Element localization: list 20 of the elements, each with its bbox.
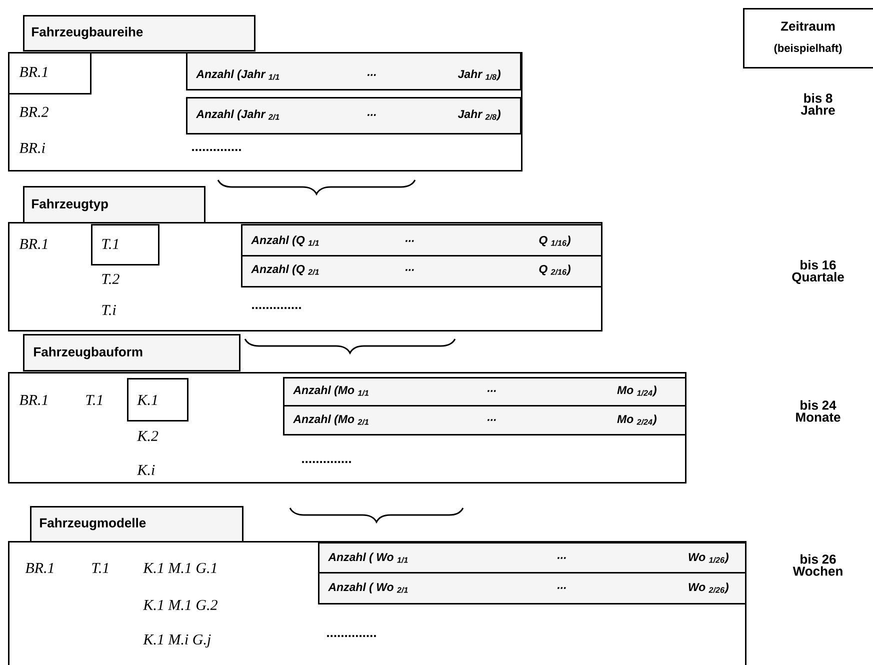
period-label: bis 16 Quartale xyxy=(792,260,844,284)
count-row: Anzahl (Q $_{1/1}$ ... Q $_{1/16}$) xyxy=(241,224,602,256)
period-label: bis 8 Jahre xyxy=(800,93,835,115)
count-row: Anzahl (Mo $_{1/1}$ ... Mo $_{1/24}$) xyxy=(283,377,686,406)
count-row: Anzahl (Q $_{2/1}$ ... Q $_{2/16}$) xyxy=(241,255,602,288)
item-box: BR.1 xyxy=(8,52,92,94)
count-row: Anzahl (Jahr $_{1/1}$ ... Jahr $_{1/8}$) xyxy=(186,52,522,90)
period-box: Zeitraum (beispielhaft) xyxy=(743,8,873,68)
period-label: bis 26 Wochen xyxy=(792,554,842,576)
header-tab: Fahrzeugbaureihe xyxy=(23,15,256,52)
header-tab: Fahrzeugmodelle xyxy=(30,506,244,542)
item-box: K.1 xyxy=(127,378,188,422)
count-row: Anzahl ( Wo $_{2/1}$ ... Wo $_{2/26}$) xyxy=(318,572,746,604)
count-row: Anzahl (Jahr $_{2/1}$ ... Jahr $_{2/8}$) xyxy=(186,97,522,134)
header-tab: Fahrzeugtyp xyxy=(23,186,206,224)
header-tab: Fahrzeugbauform xyxy=(23,334,240,372)
period-label: bis 24 Monate xyxy=(796,400,840,422)
count-row: Anzahl (Mo $_{2/1}$ ... Mo $_{2/24}$) xyxy=(283,405,686,436)
item-box: T.1 xyxy=(91,224,160,266)
count-row: Anzahl ( Wo $_{1/1}$ ... Wo $_{1/26}$) xyxy=(318,542,746,574)
